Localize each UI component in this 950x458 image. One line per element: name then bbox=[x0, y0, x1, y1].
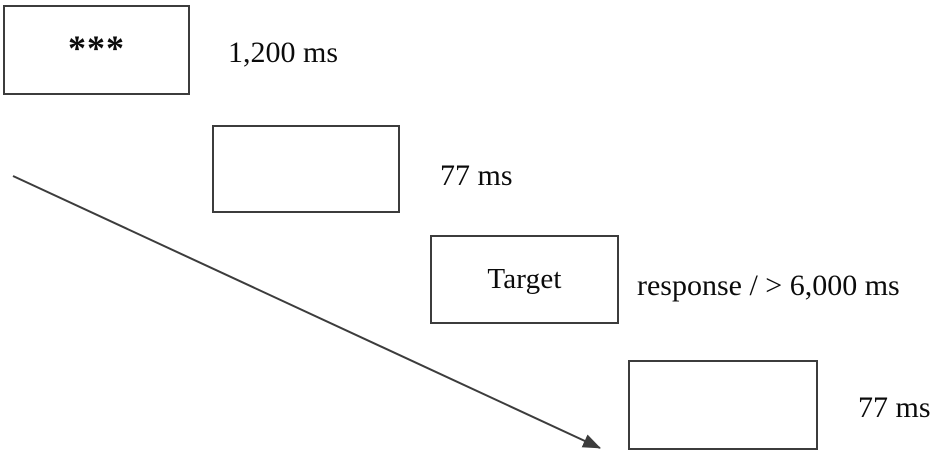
duration-label-blank-pre: 77 ms bbox=[440, 159, 513, 192]
stimulus-label-fixation: *** bbox=[68, 28, 125, 68]
duration-label-blank-post: 77 ms bbox=[858, 391, 931, 424]
stimulus-box-target: Target bbox=[430, 235, 619, 324]
stimulus-box-blank-pre bbox=[212, 125, 400, 213]
stimulus-box-blank-post bbox=[628, 360, 818, 450]
duration-label-fixation: 1,200 ms bbox=[228, 36, 339, 69]
stimulus-label-target: Target bbox=[487, 263, 562, 295]
duration-label-target: response / > 6,000 ms bbox=[637, 269, 900, 302]
stimulus-box-fixation: *** bbox=[3, 5, 190, 95]
